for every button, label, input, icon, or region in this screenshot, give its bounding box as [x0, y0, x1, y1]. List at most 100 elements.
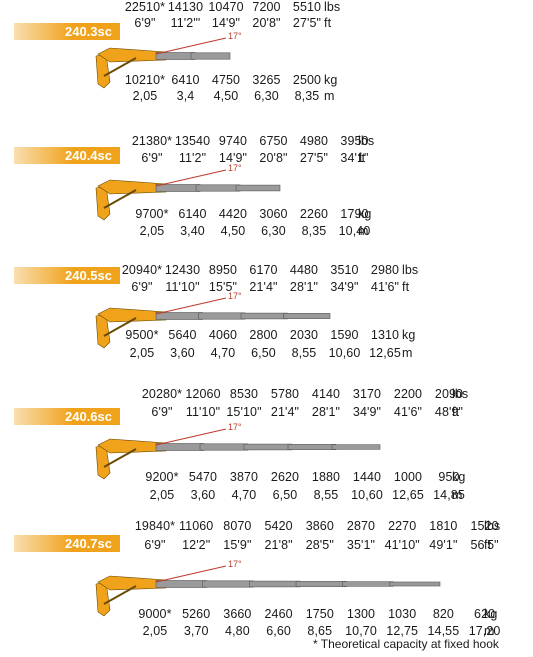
kg-value: 6410 — [171, 73, 200, 87]
lbs-value: 6170 — [249, 263, 278, 277]
boom-extension — [235, 184, 281, 192]
ft-value: 34'1" — [340, 151, 369, 165]
kg-value: 2620 — [270, 470, 300, 484]
model-badge: 240.6sc — [14, 408, 120, 425]
lbs-value: 2090 — [434, 387, 464, 401]
lbs-value: 12430 — [164, 263, 201, 277]
angle-label: 17° — [228, 559, 242, 569]
m-value: 4,70 — [210, 346, 236, 360]
m-value: 17,20 — [468, 624, 501, 638]
model-badge: 240.5sc — [14, 267, 120, 284]
ft-value: 21'4" — [249, 280, 278, 294]
m-value: 10,40 — [338, 224, 371, 238]
m-value: 10,60 — [328, 346, 361, 360]
m-unit-label: m — [452, 488, 463, 502]
lbs-value: 8070 — [223, 519, 252, 533]
m-value: 3,60 — [190, 488, 216, 502]
ft-value: 14'9" — [218, 151, 248, 165]
ft-value: 20'8" — [252, 16, 281, 30]
angle-label: 17° — [228, 291, 242, 301]
ft-value: 6'9" — [134, 16, 156, 30]
m-value: 3,4 — [176, 89, 195, 103]
lbs-unit-label: lbs — [484, 519, 501, 533]
kg-value: 1590 — [330, 328, 359, 342]
lbs-value: 20280* — [141, 387, 183, 401]
crane-diagram: 17° — [95, 422, 381, 480]
boom-extension — [389, 581, 441, 587]
m-value: 6,30 — [254, 89, 279, 103]
kg-value: 1310 — [370, 328, 400, 342]
ft-value: 11'10" — [185, 405, 221, 419]
kg-value: 9500* — [125, 328, 159, 342]
angle-line — [155, 297, 227, 315]
crane-diagram: 17° — [95, 31, 242, 89]
lbs-value: 22510* — [124, 0, 166, 14]
m-unit-label: m — [358, 224, 369, 238]
m-value: 14,85 — [433, 488, 465, 502]
boom-extension — [342, 581, 394, 587]
angle-line — [155, 37, 227, 55]
model-name: 240.7sc — [65, 536, 112, 551]
ft-value: 27'5" — [292, 16, 322, 30]
lbs-value: 9740 — [218, 134, 248, 148]
lbs-value: 8950 — [208, 263, 238, 277]
kg-unit-label: kg — [324, 73, 338, 87]
ft-value: 6'9" — [141, 151, 163, 165]
kg-value: 620 — [474, 607, 496, 621]
m-value: 8,35 — [301, 224, 327, 238]
lbs-value: 10470 — [208, 0, 244, 14]
lbs-value: 19840* — [134, 519, 176, 533]
hydraulic-cylinder — [103, 189, 137, 209]
ft-unit-label: ft — [324, 16, 332, 30]
lbs-value: 3950 — [340, 134, 369, 148]
lbs-value: 4480 — [289, 263, 319, 277]
ft-value: 11'2" — [178, 151, 207, 165]
m-value: 12,65 — [392, 488, 424, 502]
ft-unit-label: ft — [452, 405, 460, 419]
kg-value: 3265 — [252, 73, 281, 87]
boom-extension — [240, 312, 288, 320]
boom-extension — [190, 52, 231, 60]
angle-line — [155, 565, 227, 583]
crane-diagram: 17° — [95, 559, 441, 617]
kg-value: 950 — [438, 470, 460, 484]
m-unit-label: m — [402, 346, 413, 360]
hydraulic-cylinder — [103, 585, 137, 605]
m-value: 2,05 — [142, 624, 168, 638]
angle-label: 17° — [228, 31, 242, 41]
m-value: 6,60 — [266, 624, 291, 638]
model-badge: 240.7sc — [14, 535, 120, 552]
lbs-value: 5510 — [292, 0, 322, 14]
boom-extension — [155, 184, 201, 192]
lbs-value: 3510 — [330, 263, 359, 277]
angle-label: 17° — [228, 422, 242, 432]
boom-extension — [243, 443, 293, 451]
m-unit-label: m — [324, 89, 335, 103]
boom-extension — [295, 581, 347, 587]
kg-value: 9000* — [138, 607, 172, 621]
m-value: 3,60 — [170, 346, 195, 360]
lbs-value: 3860 — [305, 519, 334, 533]
kg-value: 3870 — [229, 470, 259, 484]
kg-value: 1880 — [311, 470, 341, 484]
kg-value: 2030 — [289, 328, 319, 342]
m-value: 2,05 — [129, 346, 155, 360]
boom-extension — [195, 184, 241, 192]
ft-value: 6'9" — [131, 280, 153, 294]
kg-value: 3060 — [259, 207, 288, 221]
m-value: 8,55 — [313, 488, 339, 502]
m-value: 10,70 — [345, 624, 377, 638]
boom-extension — [199, 443, 249, 451]
m-value: 12,65 — [369, 346, 401, 360]
lbs-value: 4980 — [299, 134, 329, 148]
angle-line — [155, 169, 227, 187]
kg-value: 4060 — [208, 328, 238, 342]
kg-value: 2500 — [292, 73, 322, 87]
lbs-unit-label: lbs — [358, 134, 375, 148]
m-value: 6,50 — [272, 488, 298, 502]
kg-value: 1030 — [388, 607, 417, 621]
kg-value: 1750 — [305, 607, 334, 621]
ft-value: 20'8" — [259, 151, 288, 165]
lbs-value: 6750 — [259, 134, 288, 148]
lbs-value: 3170 — [352, 387, 382, 401]
